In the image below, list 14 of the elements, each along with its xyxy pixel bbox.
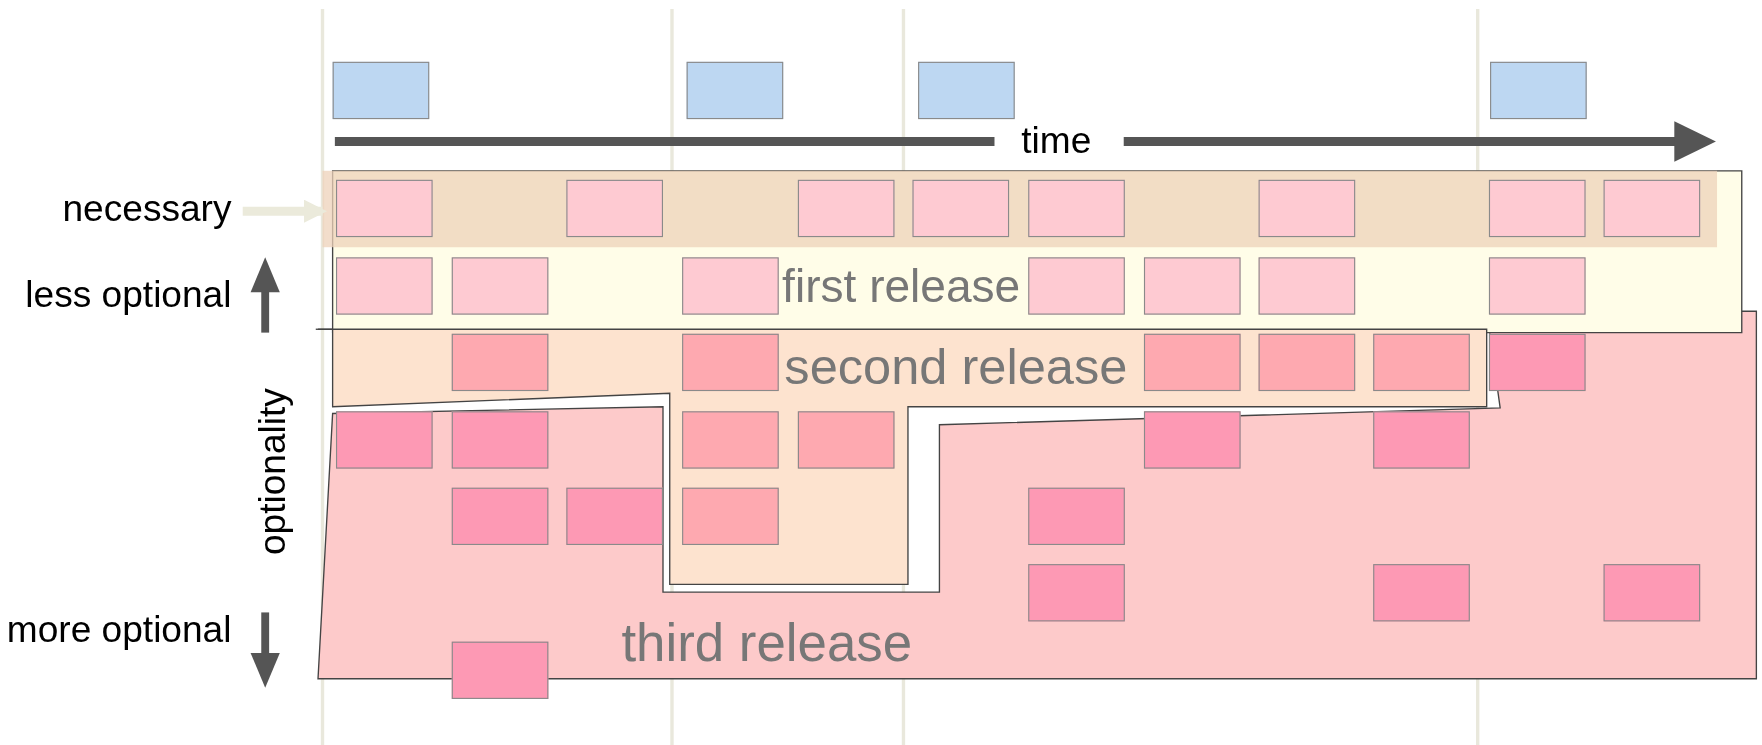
release-label: first release <box>782 259 1021 315</box>
row-label: more optional <box>5 606 232 652</box>
axis-label: optionality <box>250 387 295 558</box>
row-label: less optional <box>24 272 232 317</box>
activity-card <box>686 61 784 120</box>
activity-card <box>332 61 430 120</box>
story-card <box>451 641 549 699</box>
activity-card <box>918 61 1015 120</box>
activity-card <box>1490 61 1587 120</box>
arrow <box>242 199 328 223</box>
release-label: second release <box>784 338 1128 397</box>
row-label: necessary <box>0 180 232 238</box>
release-label: third release <box>621 613 913 672</box>
axis-label: time <box>1020 118 1093 163</box>
